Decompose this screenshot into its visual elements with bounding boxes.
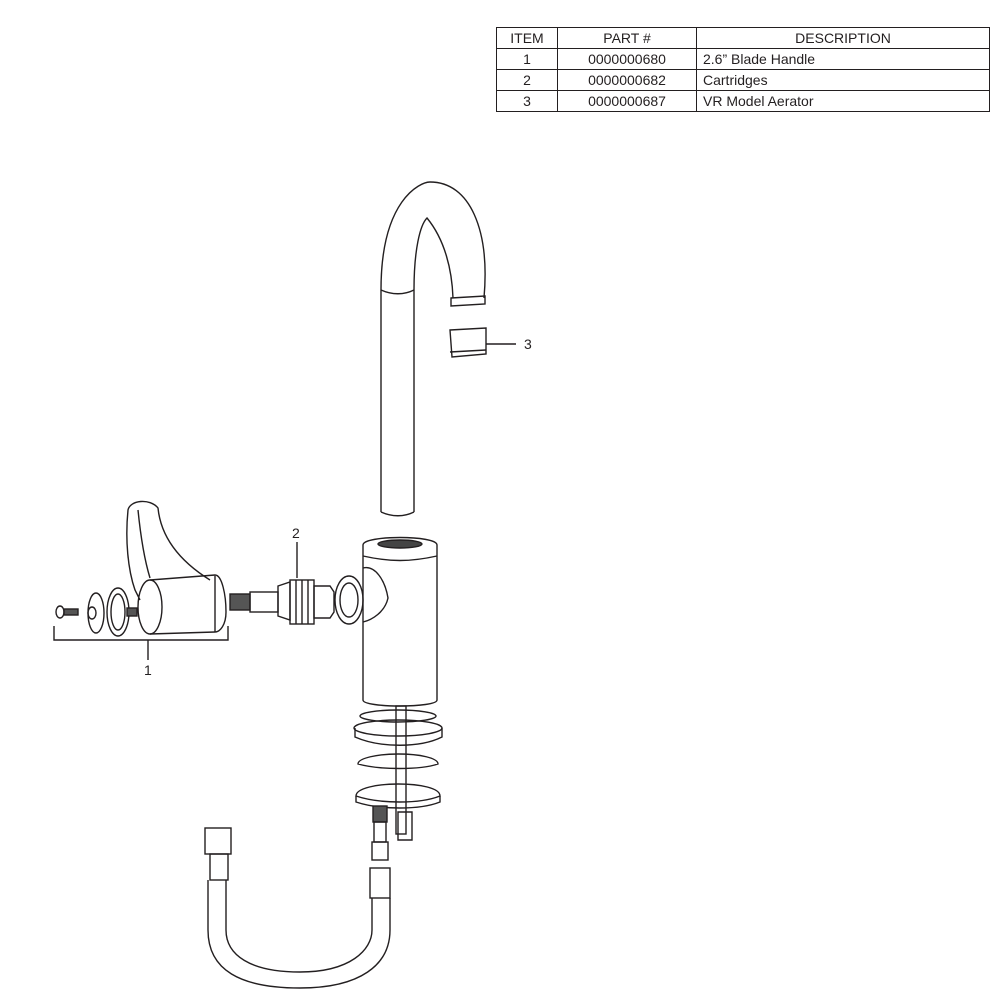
item1-bracket xyxy=(53,626,229,660)
faucet-body xyxy=(334,536,438,707)
table-row: 3 0000000687 VR Model Aerator xyxy=(496,90,990,112)
handle-hardware xyxy=(55,587,138,637)
aerator xyxy=(449,327,516,358)
callout-item-1: 1 xyxy=(144,662,152,678)
supply-hose xyxy=(204,805,391,989)
cartridge xyxy=(229,542,335,625)
table-row: 2 0000000682 Cartridges xyxy=(496,69,990,91)
spout xyxy=(380,181,486,517)
cell-part: 0000000687 xyxy=(557,90,697,112)
cell-description: Cartridges xyxy=(696,69,990,91)
mounting-hardware xyxy=(353,705,443,841)
callout-item-3: 3 xyxy=(524,336,532,352)
parts-table: ITEM PART # DESCRIPTION 1 0000000680 2.6… xyxy=(496,27,990,112)
blade-handle xyxy=(126,500,227,635)
callout-item-2: 2 xyxy=(292,525,300,541)
cell-description: VR Model Aerator xyxy=(696,90,990,112)
